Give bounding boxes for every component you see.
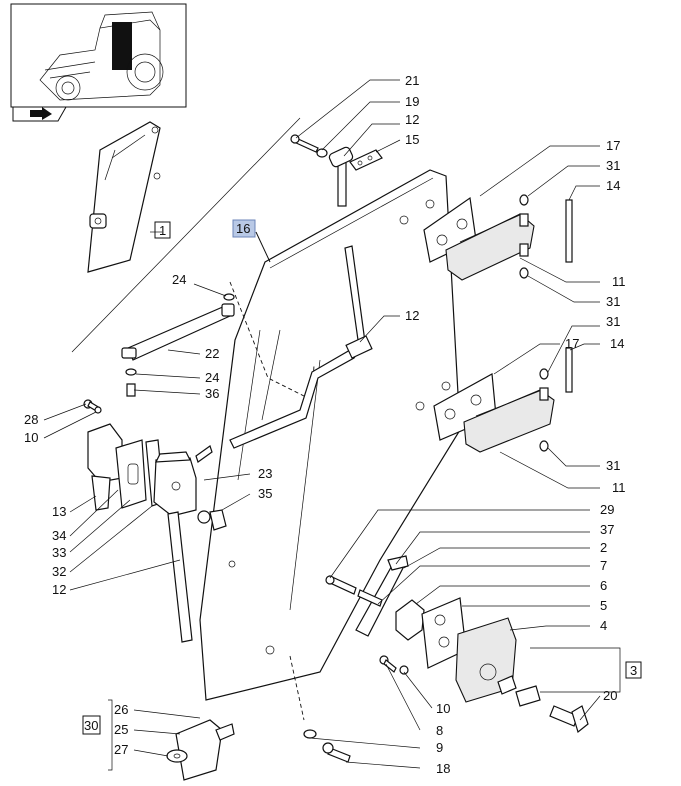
door-ref-label: 1	[159, 223, 166, 238]
washer-9	[303, 729, 317, 739]
callout-17-lower: 17	[565, 336, 579, 351]
callout-24-top: 24	[172, 272, 186, 287]
highlight-label: 16	[236, 221, 250, 236]
bolt-lower-right	[379, 655, 409, 675]
callout-32: 32	[52, 564, 66, 579]
callout-31-c: 31	[606, 314, 620, 329]
callout-31-d: 31	[606, 458, 620, 473]
callout-9: 9	[436, 740, 443, 755]
callout-labels: 21 19 12 15 17 31 14 11 31 31 12 17 14 3…	[24, 73, 626, 776]
bracket-group-label: 30	[84, 718, 98, 733]
lower-hinge	[433, 373, 555, 453]
callout-11-lower: 11	[612, 480, 626, 495]
hinge-pins-upper	[519, 194, 573, 279]
latch-assembly	[325, 555, 517, 703]
callout-31-a: 31	[606, 158, 620, 173]
callout-5: 5	[600, 598, 607, 613]
lock-bracket	[153, 445, 227, 643]
group-ref-label: 3	[630, 663, 637, 678]
callout-37: 37	[600, 522, 614, 537]
callout-29: 29	[600, 502, 614, 517]
hinge-pins-lower	[539, 347, 573, 452]
callout-24-bottom: 24	[205, 370, 219, 385]
callout-31-b: 31	[606, 294, 620, 309]
callout-6: 6	[600, 578, 607, 593]
callout-14-lower: 14	[610, 336, 624, 351]
callout-35: 35	[258, 486, 272, 501]
door-rod-assembly	[229, 146, 373, 449]
callout-17-upper: 17	[606, 138, 620, 153]
door-overview-icon	[87, 121, 162, 273]
callout-15: 15	[405, 132, 419, 147]
callout-21: 21	[405, 73, 419, 88]
upper-hinge	[423, 196, 535, 281]
callout-7: 7	[600, 558, 607, 573]
callout-27: 27	[114, 742, 128, 757]
bolt-18	[322, 742, 351, 763]
callout-22: 22	[205, 346, 219, 361]
door-glass-panel	[199, 169, 461, 701]
tractor-thumbnail-icon	[10, 3, 187, 122]
callout-8: 8	[436, 723, 443, 738]
callout-12-mid: 12	[405, 308, 419, 323]
callout-4: 4	[600, 618, 607, 633]
callout-34: 34	[52, 528, 66, 543]
callout-23: 23	[258, 466, 272, 481]
callout-26: 26	[114, 702, 128, 717]
key-barrel	[515, 685, 589, 734]
gas-strut	[121, 293, 235, 397]
bracket-group-box	[82, 715, 101, 735]
callout-18: 18	[436, 761, 450, 776]
bolt-assembly-top	[290, 134, 383, 171]
callout-10-right: 10	[436, 701, 450, 716]
next-page-arrow-icon[interactable]	[30, 107, 52, 120]
callout-2: 2	[600, 540, 607, 555]
highlight-box	[232, 219, 256, 238]
callout-12-top: 12	[405, 112, 419, 127]
callout-11-upper: 11	[612, 274, 626, 289]
leader-lines	[43, 79, 621, 769]
door-ref-box	[154, 221, 171, 239]
callout-13: 13	[52, 504, 66, 519]
callout-20: 20	[603, 688, 617, 703]
callout-12-bottom: 12	[52, 582, 66, 597]
callout-28: 28	[24, 412, 38, 427]
callout-19: 19	[405, 94, 419, 109]
callout-25: 25	[114, 722, 128, 737]
callout-33: 33	[52, 545, 66, 560]
bottom-bracket	[166, 719, 235, 781]
inner-handle-assembly	[83, 399, 165, 511]
callout-36: 36	[205, 386, 219, 401]
callout-14-upper: 14	[606, 178, 620, 193]
group-ref-box	[625, 661, 642, 679]
callout-10-left: 10	[24, 430, 38, 445]
